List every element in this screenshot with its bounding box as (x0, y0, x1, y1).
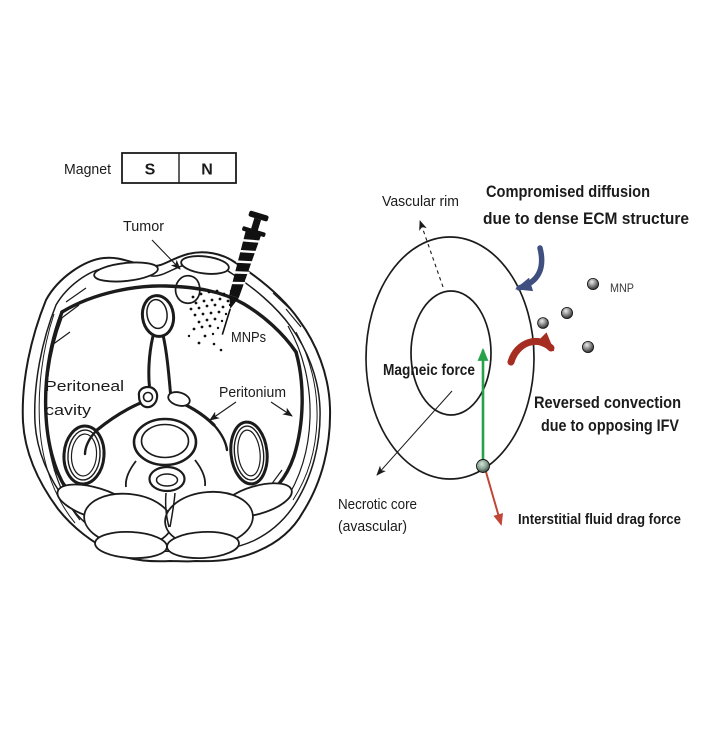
reversed-convection-arrow (507, 332, 555, 366)
vessel-blob-left (137, 385, 159, 409)
magnet-pole-n: N (201, 162, 213, 179)
vertebra-complex (83, 294, 229, 493)
muscle-oval-right (180, 255, 230, 275)
tumor-schematic: Vascular rim Compromised diffusion due t… (338, 182, 689, 535)
spinous-arch-inner (155, 473, 179, 487)
vascular-rim-label: Vascular rim (382, 193, 459, 210)
magnet-assembly: Magnet S N (64, 152, 237, 184)
necrotic-core-leader-arrow (376, 390, 453, 476)
vascular-rim-leader-arrow (419, 220, 444, 288)
compromised-diffusion-note: Compromised diffusion due to dense ECM s… (483, 182, 689, 228)
svg-text:due to opposing IFV: due to opposing IFV (541, 416, 680, 435)
wing-flares (83, 423, 229, 456)
mnp-dots (187, 289, 233, 352)
muscle-oval-left (93, 261, 159, 283)
magnet-label: Magnet (64, 161, 112, 178)
peritoneal-cavity-label: Peritoneal cavity (45, 378, 124, 419)
lateral-structure-left (62, 424, 106, 486)
mnp-particles (537, 277, 600, 353)
syringe-graduations (230, 239, 261, 285)
peritoneum-leader-arrow-right (270, 401, 293, 417)
svg-text:Peritoneal: Peritoneal (45, 378, 124, 395)
bottom-muscles (56, 482, 293, 560)
interstitial-drag-label: Interstitial fluid drag force (518, 511, 681, 528)
syringe-icon (221, 210, 269, 335)
magnetic-force-label: Magneic force (383, 362, 475, 379)
vascular-rim-ellipse (365, 236, 535, 480)
vertebral-body-inner (140, 423, 190, 459)
lateral-structure-right (229, 420, 269, 486)
flank-layer-right-1 (283, 325, 311, 504)
svg-text:cavity: cavity (45, 402, 92, 419)
stalk-bulb-inner (146, 298, 168, 330)
syringe-needle (221, 308, 231, 335)
vessel-oval-right (167, 391, 191, 407)
syringe-plunger-rod (250, 217, 262, 233)
ifv-drag-arrow (485, 471, 504, 526)
svg-text:Necrotic core: Necrotic core (338, 496, 417, 513)
reversed-convection-note: Reversed convection due to opposing IFV (534, 393, 681, 435)
stalk-bulb-outer (140, 294, 176, 338)
body-outline (21, 251, 332, 563)
mnp-label: MNP (610, 281, 634, 295)
midline-cleft (164, 492, 176, 528)
svg-text:Compromised diffusion: Compromised diffusion (486, 182, 650, 201)
rim-particle (476, 459, 490, 473)
svg-text:(avascular): (avascular) (338, 518, 407, 535)
abdomen-cross-section: Tumor MNPs Peritoneal cavity Peritonium (21, 210, 332, 563)
necrotic-core-ellipse (410, 290, 492, 416)
peritoneum-label: Peritonium (219, 384, 286, 401)
syringe-barrel (229, 230, 261, 298)
svg-text:due to dense ECM structure: due to dense ECM structure (483, 209, 689, 228)
flank-layer-right-2 (292, 331, 318, 501)
process-left (124, 460, 137, 488)
syringe-plunger-cap (248, 210, 269, 222)
magnet-pole-s: S (145, 162, 156, 179)
peritoneum-leader-arrow-left (209, 401, 237, 421)
syringe-hub (229, 294, 239, 309)
compromised-diffusion-arrow (514, 245, 545, 292)
tumor-leader-arrow (151, 239, 181, 270)
process-right (194, 459, 207, 487)
vessel-lumen-left (142, 391, 154, 403)
necrotic-core-label: Necrotic core (avascular) (338, 496, 417, 535)
spinous-arch-outer (148, 465, 186, 493)
svg-text:Reversed convection: Reversed convection (534, 393, 681, 412)
tumor-label: Tumor (123, 218, 164, 235)
mnps-label: MNPs (231, 329, 266, 346)
syringe-flange (242, 226, 266, 237)
